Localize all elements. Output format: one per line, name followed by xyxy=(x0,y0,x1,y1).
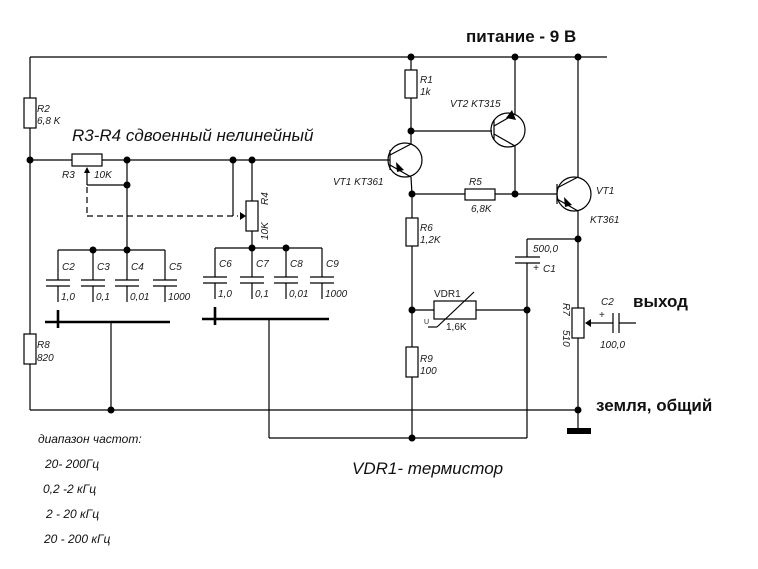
capacitor-bank-1: C2 1,0 C3 0,1 C4 0,01 C5 1000 xyxy=(45,246,191,414)
cap-name: C6 xyxy=(219,259,232,270)
r2-value: 6,8 K xyxy=(37,116,62,127)
r4-name: R4 xyxy=(260,192,271,205)
capacitor-c6: C6 1,0 xyxy=(203,248,232,300)
r8-name: R8 xyxy=(37,340,50,351)
freq-range-3: 2 - 20 кГц xyxy=(45,507,99,521)
r1-name: R1 xyxy=(420,75,433,86)
ground-label: земля, общий xyxy=(596,396,712,415)
c1-name: C1 xyxy=(543,264,556,275)
cap-name: C9 xyxy=(326,259,339,270)
vt2-label: VT2 KT315 xyxy=(450,99,501,110)
cap-value: 0,1 xyxy=(96,292,110,303)
r7-name: R7 xyxy=(560,303,571,316)
svg-text:U: U xyxy=(424,319,429,326)
capacitor-c7: C7 0,1 xyxy=(240,248,269,300)
r1-value: 1k xyxy=(420,87,432,98)
frequency-ranges: диапазон частот: 20- 200Гц 0,2 -2 кГц 2 … xyxy=(38,432,142,546)
cap-name: C2 xyxy=(62,262,75,273)
cap-value: 0,01 xyxy=(130,292,149,303)
cap-value: 1,0 xyxy=(61,292,75,303)
cap-value: 1000 xyxy=(168,292,191,303)
r5-value: 6,8K xyxy=(471,204,493,215)
cap-value: 1000 xyxy=(325,289,348,300)
c2-output-plus: + xyxy=(599,310,605,321)
cap-value: 0,01 xyxy=(289,289,308,300)
cap-value: 0,1 xyxy=(255,289,269,300)
c2-output-value: 100,0 xyxy=(600,340,625,351)
cap-name: C5 xyxy=(169,262,182,273)
capacitor-c3: C3 0,1 xyxy=(81,250,110,303)
r9-value: 100 xyxy=(420,366,437,377)
vt1-right-type: KT361 xyxy=(590,215,619,226)
capacitor-c5: C5 1000 xyxy=(153,250,191,303)
capacitor-c8: C8 0,01 xyxy=(274,248,308,300)
capacitor-c4: C4 0,01 xyxy=(115,250,149,303)
ground-symbol xyxy=(567,428,591,434)
freq-range-1: 20- 200Гц xyxy=(44,457,99,471)
c2-output-name: C2 xyxy=(601,297,614,308)
output-label: выход xyxy=(633,292,688,311)
capacitor-c9: C9 1000 xyxy=(310,248,348,300)
resistor-r9 xyxy=(405,346,419,378)
power-label: питание - 9 В xyxy=(466,27,576,46)
vdr1-value: 1,6K xyxy=(446,322,467,333)
r6-name: R6 xyxy=(420,223,433,234)
freq-range-4: 20 - 200 кГц xyxy=(43,532,111,546)
transistor-vt1-right xyxy=(556,57,592,310)
r2-name: R2 xyxy=(37,104,50,115)
vt1-right-name: VT1 xyxy=(596,186,614,197)
transistor-vt2 xyxy=(490,57,526,194)
r4-value: 10K xyxy=(260,221,271,240)
r9-name: R9 xyxy=(420,354,433,365)
transistor-vt1-left xyxy=(387,131,423,195)
vt1-left-label: VT1 KT361 xyxy=(333,177,384,188)
potentiometer-r4 xyxy=(245,200,259,232)
r5-name: R5 xyxy=(469,177,482,188)
cap-name: C7 xyxy=(256,259,269,270)
capacitor-c2: C2 1,0 xyxy=(46,250,75,303)
resistor-r1 xyxy=(404,69,418,99)
c1-plus: + xyxy=(533,263,539,274)
resistor-r2 xyxy=(23,97,37,129)
resistor-r8 xyxy=(23,333,37,365)
r8-value: 820 xyxy=(37,353,54,364)
resistor-r5 xyxy=(464,188,496,201)
thermistor-note: VDR1- термистор xyxy=(352,459,503,478)
cap-name: C3 xyxy=(97,262,110,273)
potentiometer-r7 xyxy=(571,307,585,339)
c1-value: 500,0 xyxy=(533,244,558,255)
cap-name: C4 xyxy=(131,262,144,273)
cap-value: 1,0 xyxy=(218,289,232,300)
capacitor-bank-2: C6 1,0 C7 0,1 C8 0,01 C9 1000 xyxy=(202,244,527,439)
r7-value: 510 xyxy=(560,330,571,347)
r6-value: 1,2K xyxy=(420,235,442,246)
dual-pot-label: R3-R4 сдвоенный нелинейный xyxy=(72,126,314,145)
r3-value: 10K xyxy=(94,170,113,181)
freq-range-2: 0,2 -2 кГц xyxy=(43,482,96,496)
r3-name: R3 xyxy=(62,170,75,181)
freq-title: диапазон частот: xyxy=(38,432,142,446)
resistor-r6 xyxy=(405,217,419,247)
vdr1-name: VDR1 xyxy=(434,289,461,300)
cap-name: C8 xyxy=(290,259,303,270)
potentiometer-r3 xyxy=(71,153,103,167)
